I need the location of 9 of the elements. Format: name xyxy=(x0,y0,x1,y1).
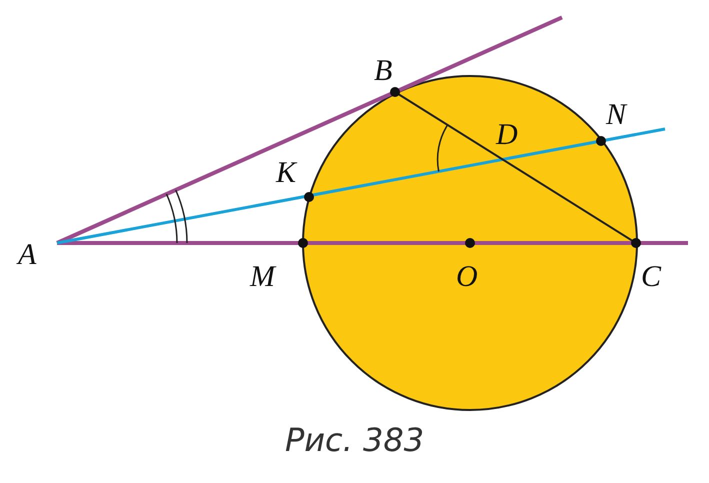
point-label: N xyxy=(606,100,626,130)
figure-caption: Рис. 383 xyxy=(284,424,426,456)
point-label: C xyxy=(641,262,662,292)
point-label: O xyxy=(456,262,478,292)
point-label: M xyxy=(250,262,275,292)
point-label: K xyxy=(276,158,296,188)
point-label: B xyxy=(374,56,392,86)
point-label: D xyxy=(496,120,518,150)
point-label: A xyxy=(18,240,36,270)
